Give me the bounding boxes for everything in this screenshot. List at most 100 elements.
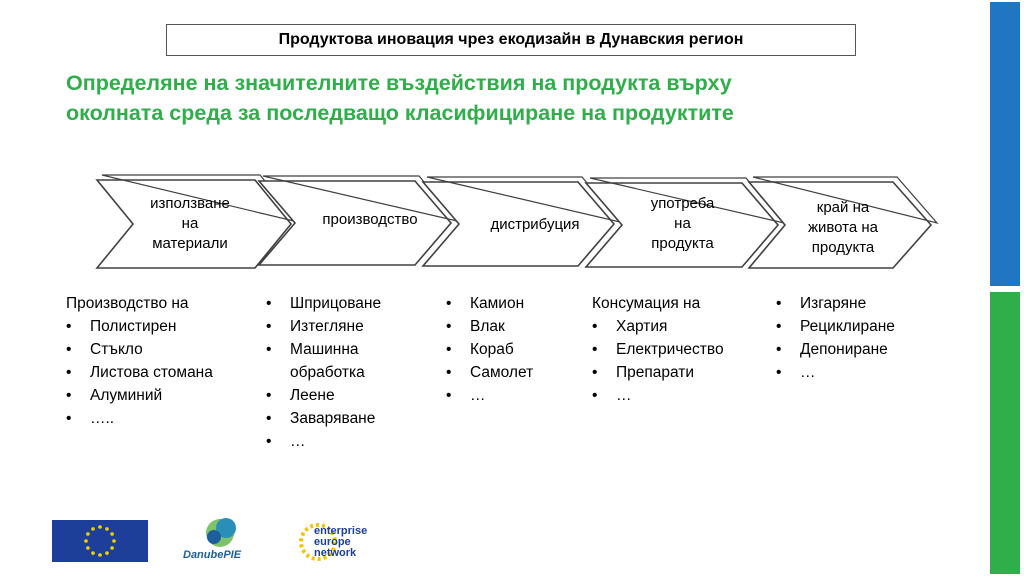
bullet-item: • ….. [66,407,256,430]
slide-header-text: Продуктова иновация чрез екодизайн в Дун… [278,31,744,48]
eu-star-icon [84,539,88,543]
chevron-shape-5-shadow [752,176,939,225]
bullet-icon: • [266,387,272,404]
step-production: производство [295,195,445,245]
bullet-icon: • [266,410,272,427]
bullet-text: Полистирен [90,318,177,335]
slide-heading: Определяне на значителните въздействия н… [66,68,926,128]
bullet-text: … [290,433,306,450]
bullet-icon: • [266,433,272,450]
bullet-icon: • [592,387,598,404]
bullet-icon: • [266,318,272,335]
step-1-line-1: използване [150,195,230,212]
blue-side-stripe [990,2,1020,286]
bullet-text: Депониране [800,341,888,358]
eu-star-icon [112,539,116,543]
bullet-item: • Заваряване [266,407,426,430]
bullet-item: • Самолет [446,361,576,384]
bullet-text: Изгаряне [800,295,867,312]
bullet-icon: • [66,387,72,404]
process-chevrons [95,174,939,269]
bullet-icon: • [266,295,272,312]
bullet-icon: • [446,341,452,358]
heading-line-2: околната среда за последващо класифицира… [66,101,734,125]
een-line-2: europe [314,536,351,548]
heading-line-1: Определяне на значителните въздействия н… [66,71,732,95]
bullet-text: Камион [470,295,525,312]
chevron-shape-3 [421,181,616,267]
chevron-shape-2 [257,180,453,266]
bullet-text: … [616,387,632,404]
bullet-text: Самолет [470,364,534,381]
bullet-item: •… [592,384,762,407]
step-use: употреба на продукта [620,185,745,263]
bullet-text: … [800,364,816,381]
bullet-text: Шприцоване [290,295,382,312]
chevron-shape-1 [95,179,293,269]
chevron-shape-5 [747,181,933,269]
bullet-icon: • [446,364,452,381]
column-production: •Шприцоване•Изтегляне•Машинна обработка•… [266,292,426,453]
bullet-item: •… [446,384,576,407]
bullet-icon: • [592,318,598,335]
bullet-text: Електричество [616,341,724,358]
bullet-item: •Депониране [776,338,946,361]
eu-star-icon [105,551,109,555]
bullet-item: •Изгаряне [776,292,946,315]
bullet-text: Стъкло [90,341,143,358]
bullet-text: ….. [90,410,115,427]
bullet-icon: • [266,341,272,358]
eu-star-icon [110,546,114,550]
eu-star-icon [86,546,90,550]
bullet-icon: • [66,410,72,427]
bullet-icon: • [66,318,72,335]
bullet-text: Леене [290,387,335,404]
een-line-1: enterprise [314,525,367,537]
bullet-text: Машинна обработка [290,341,365,381]
bullet-icon: • [592,341,598,358]
bullet-item: •… [266,430,426,453]
bullet-item: • Полистирен [66,315,256,338]
step-distribution: дистрибуция [460,200,610,250]
bullet-text: Кораб [470,341,514,358]
bullet-icon: • [66,341,72,358]
eu-star-icon [91,551,95,555]
bullet-item: • Леене [266,384,426,407]
bullet-item: • Стъкло [66,338,256,361]
eu-star-icon [105,527,109,531]
bullet-icon: • [446,318,452,335]
bullet-item: • Шприцоване [266,292,426,315]
eu-flag-logo [52,520,148,562]
eu-star-icon [86,532,90,536]
bullet-text: Хартия [616,318,668,335]
column-end-of-life: •Изгаряне•Рециклиране•Депониране•… [776,292,946,384]
column-intro: Консумация на [592,295,701,312]
column-materials: Производство на•Полистирен•Стъкло•Листов… [66,292,256,430]
bullet-icon: • [776,318,782,335]
bullet-item: •Алуминий [66,384,256,407]
bullet-item: •Рециклиране [776,315,946,338]
bullet-icon: • [776,364,782,381]
danube-pie-text: DanubePIE [183,549,242,561]
eu-star-icon [110,532,114,536]
logos-area: DanubePIE enterprise europe network [52,518,367,562]
bullet-item: •… [776,361,946,384]
column-use: Консумация на • Хартия • Електричество •Препа… [592,292,762,407]
bullet-item: • Електричество [592,338,762,361]
danube-pie-logo: DanubePIE [183,518,242,561]
step-materials: използване на материали [130,185,250,263]
step-1-line-3: материали [152,235,228,252]
step-4-line-1: употреба [650,195,715,212]
bullet-icon: • [446,295,452,312]
step-1-line-2: на [181,215,199,232]
step-5-line-2: живота на [807,219,879,236]
bullet-item: • Машинна обработка [266,338,426,384]
step-5-line-1: край на [816,199,870,216]
bullet-item: •Влак [446,315,576,338]
bullet-item: •Препарати [592,361,762,384]
bullet-item: • Камион [446,292,576,315]
bullet-item: • Кораб [446,338,576,361]
bullet-text: Изтегляне [290,318,364,335]
bullet-item: • Изтегляне [266,315,426,338]
bullet-text: Заваряване [290,410,376,427]
